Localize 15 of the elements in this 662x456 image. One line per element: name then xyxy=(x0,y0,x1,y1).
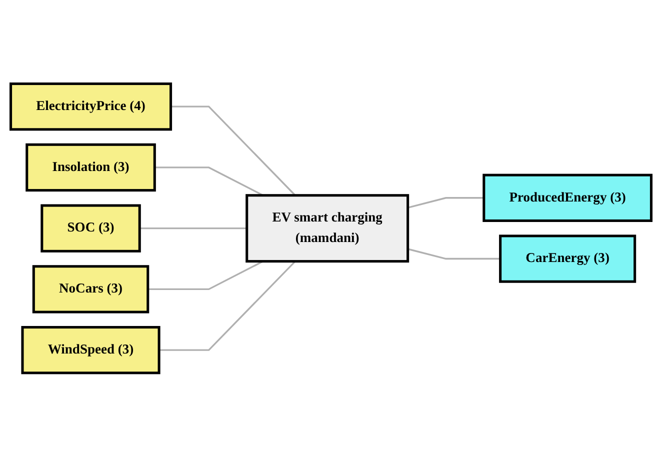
connector xyxy=(408,248,500,260)
connector xyxy=(170,105,296,196)
node-box: WindSpeed (3) xyxy=(21,326,160,374)
node-box: ElectricityPrice (4) xyxy=(10,82,172,130)
node-box: Insolation (3) xyxy=(26,143,156,192)
connector xyxy=(408,196,484,208)
connector xyxy=(154,166,264,196)
node-box: EV smart charging (mamdani) xyxy=(246,194,410,262)
node-box: SOC (3) xyxy=(40,204,141,252)
node-box: CarEnergy (3) xyxy=(499,234,636,283)
connector xyxy=(148,260,264,290)
connector xyxy=(140,227,247,229)
node-box: NoCars (3) xyxy=(32,264,150,313)
connector xyxy=(159,260,296,351)
node-box: ProducedEnergy (3) xyxy=(482,173,652,222)
